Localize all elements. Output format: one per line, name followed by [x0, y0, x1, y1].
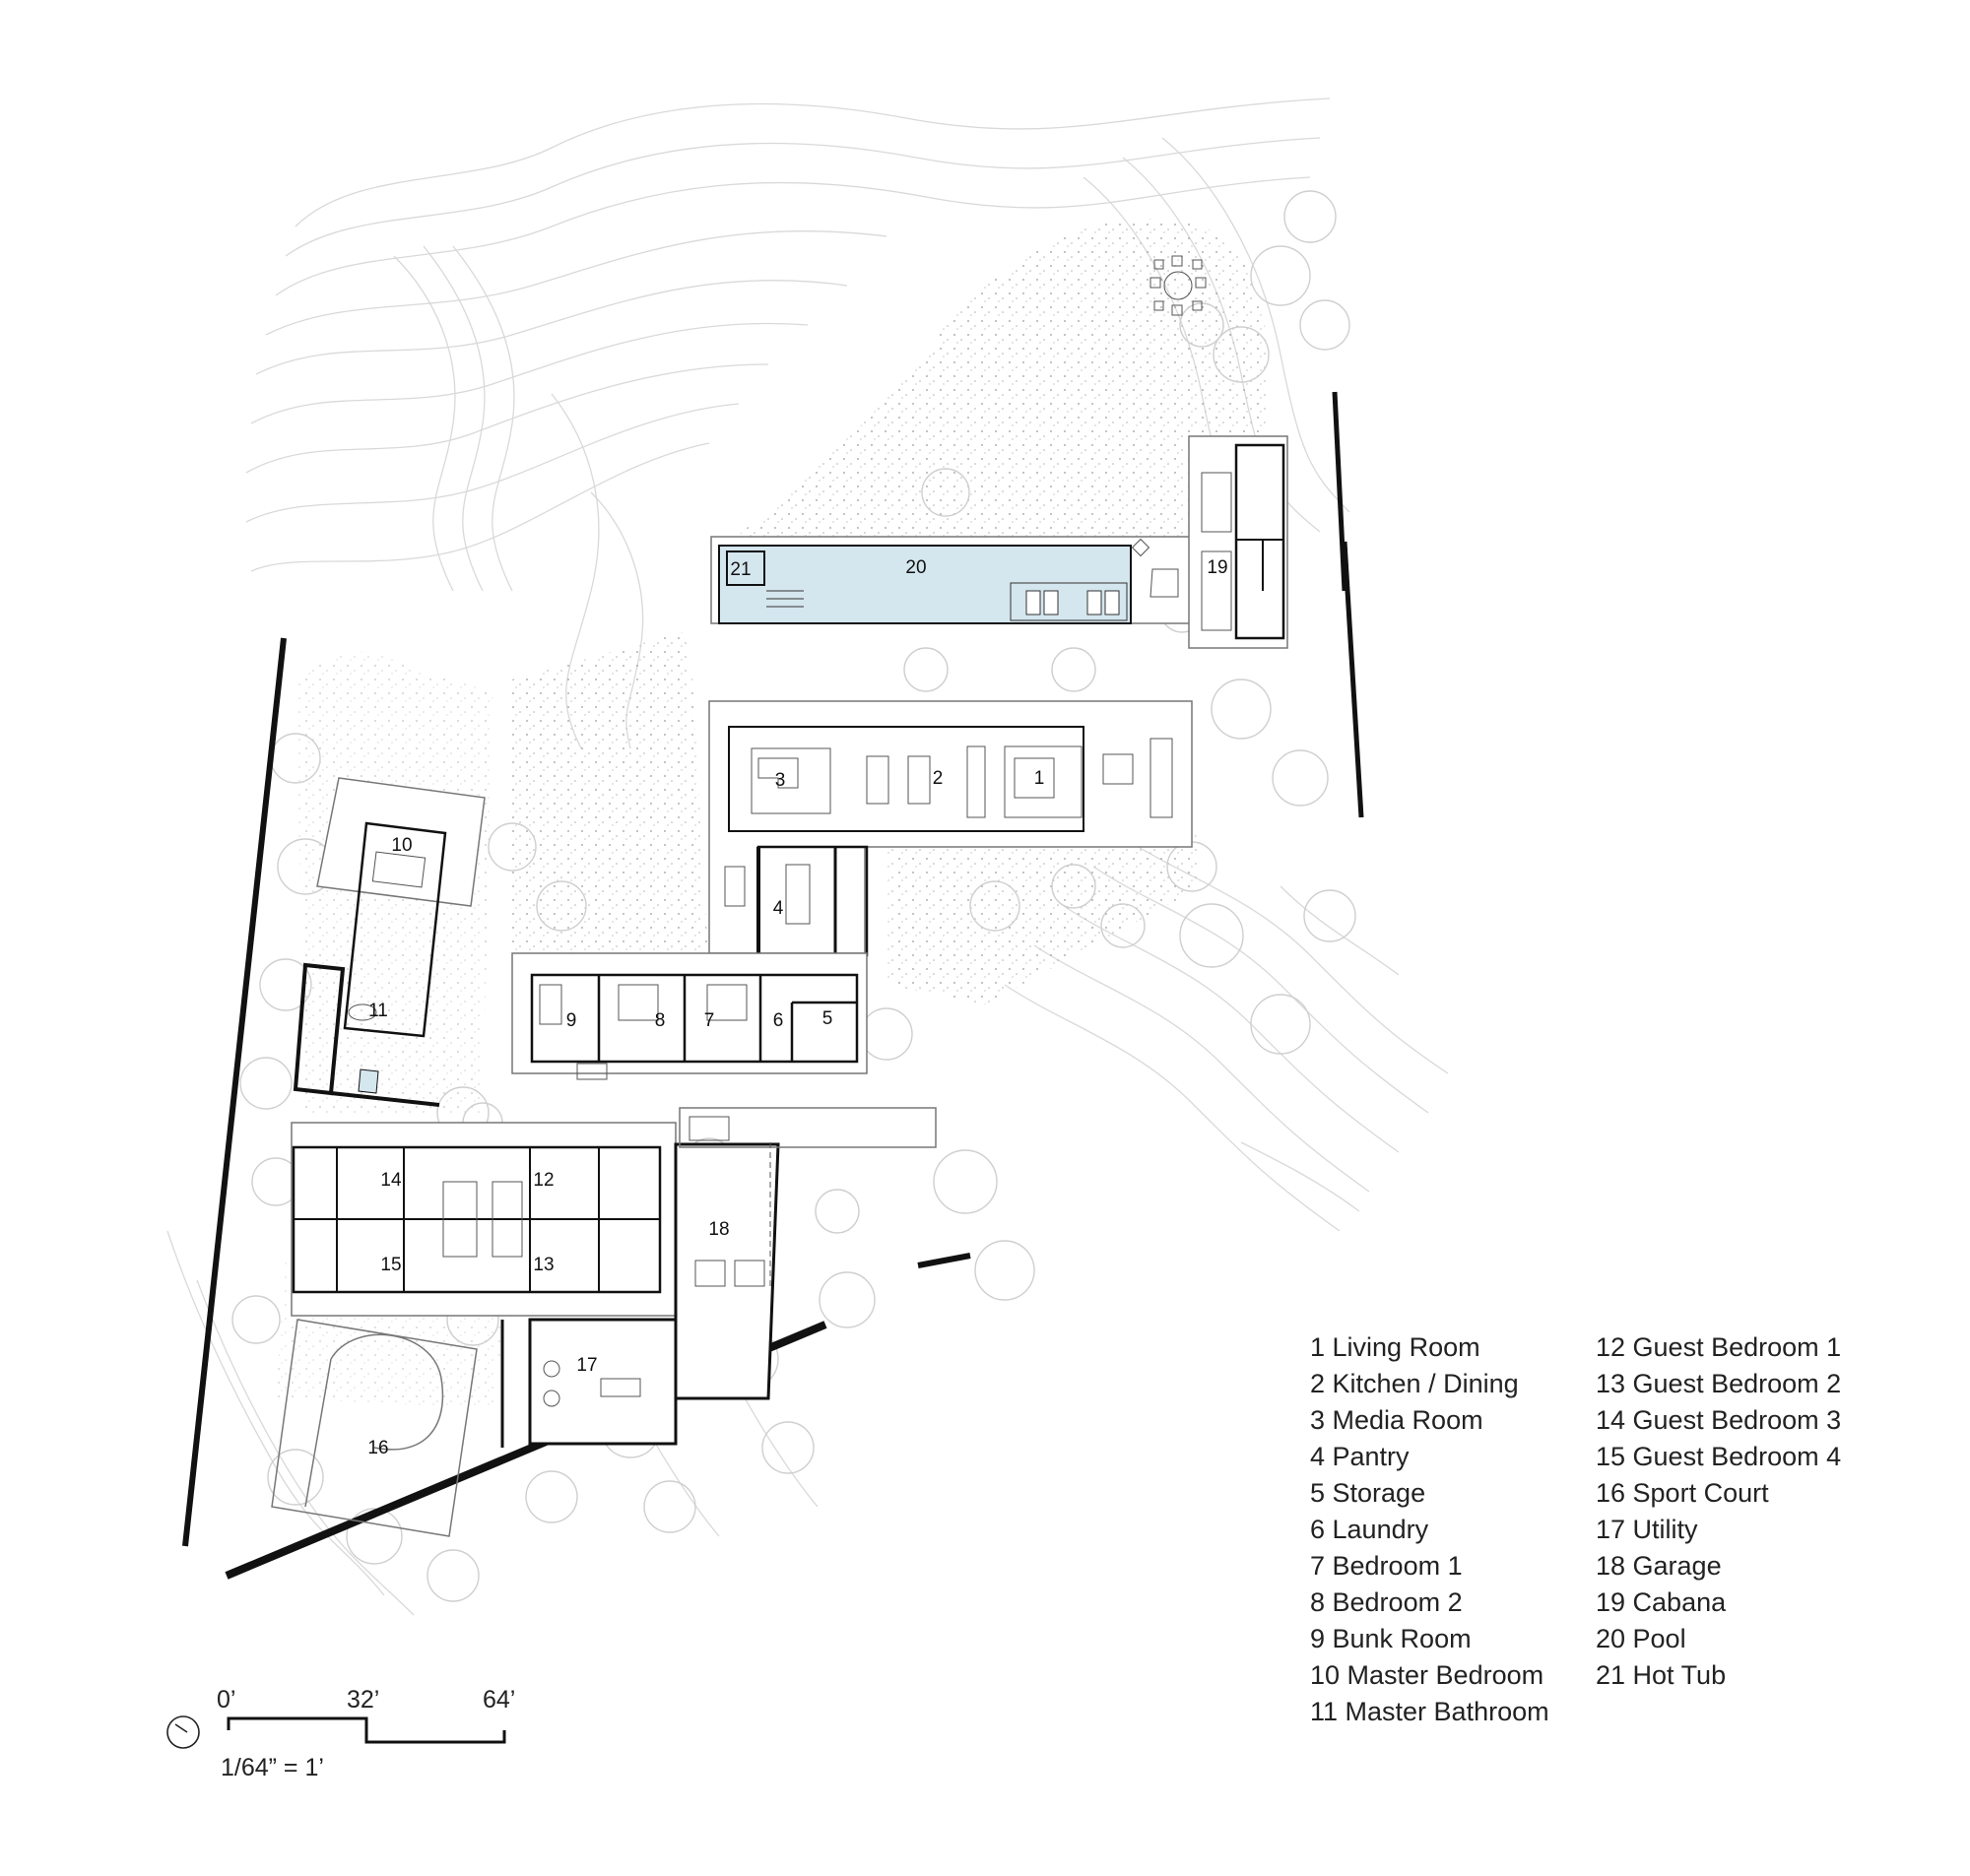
pool [718, 545, 1132, 624]
room-number-2: 2 [933, 768, 944, 789]
room-number-16: 16 [367, 1438, 388, 1458]
room-number-17: 17 [576, 1355, 597, 1376]
legend-item: 8 Bedroom 2 [1310, 1587, 1463, 1617]
legend-item: 21 Hot Tub [1596, 1660, 1727, 1690]
legend-item: 15 Guest Bedroom 4 [1596, 1442, 1842, 1471]
legend-item: 16 Sport Court [1596, 1478, 1769, 1508]
legend-item: 6 Laundry [1310, 1515, 1429, 1544]
legend-item: 14 Guest Bedroom 3 [1596, 1405, 1842, 1435]
room-number-10: 10 [391, 835, 412, 856]
legend-item: 17 Utility [1596, 1515, 1698, 1544]
room-number-3: 3 [775, 770, 786, 791]
north-arrow-icon [166, 1715, 200, 1749]
room-number-15: 15 [380, 1255, 401, 1275]
scale-ratio: 1/64” = 1’ [221, 1754, 324, 1781]
room-number-11: 11 [368, 1001, 388, 1021]
sport-court [271, 1319, 478, 1537]
legend-item: 10 Master Bedroom [1310, 1660, 1544, 1690]
pool-deck [710, 536, 1195, 624]
legend-column-2: 12 Guest Bedroom 1 13 Guest Bedroom 2 14… [1596, 1329, 1841, 1694]
hot-tub [726, 550, 765, 586]
legend-item: 4 Pantry [1310, 1442, 1410, 1471]
room-number-20: 20 [905, 557, 926, 578]
legend-item: 5 Storage [1310, 1478, 1426, 1508]
room-number-labels: 1 2 3 4 5 6 7 8 9 10 11 12 13 14 15 16 1… [367, 557, 1227, 1458]
room-number-7: 7 [704, 1010, 715, 1031]
legend-item: 7 Bedroom 1 [1310, 1551, 1463, 1581]
legend-item: 18 Garage [1596, 1551, 1722, 1581]
room-number-18: 18 [708, 1219, 729, 1240]
scale-tick-64: 64’ [483, 1686, 515, 1714]
room-number-1: 1 [1034, 768, 1045, 789]
room-number-12: 12 [533, 1170, 554, 1191]
master-suite [293, 777, 486, 1107]
scale-tick-32: 32’ [347, 1686, 379, 1714]
legend-column-1: 1 Living Room 2 Kitchen / Dining 3 Media… [1310, 1329, 1549, 1730]
room-number-21: 21 [730, 559, 751, 580]
legend-item: 13 Guest Bedroom 2 [1596, 1369, 1842, 1398]
garage-utility [500, 1107, 937, 1448]
room-number-5: 5 [822, 1008, 833, 1029]
room-number-9: 9 [566, 1010, 577, 1031]
room-number-6: 6 [773, 1010, 784, 1031]
legend-item: 3 Media Room [1310, 1405, 1483, 1435]
scale-bar: 0’ 32’ 64’ 1/64” = 1’ [217, 1686, 515, 1781]
main-house [708, 700, 1193, 957]
room-number-14: 14 [380, 1170, 402, 1191]
legend-item: 9 Bunk Room [1310, 1624, 1472, 1653]
guest-wing [291, 1122, 677, 1317]
scale-tick-0: 0’ [217, 1686, 235, 1714]
room-number-8: 8 [655, 1010, 666, 1031]
legend-item: 12 Guest Bedroom 1 [1596, 1332, 1842, 1362]
room-number-19: 19 [1207, 557, 1227, 578]
room-number-4: 4 [773, 898, 784, 919]
legend-item: 11 Master Bathroom [1310, 1697, 1549, 1726]
legend-item: 19 Cabana [1596, 1587, 1727, 1617]
room-number-13: 13 [533, 1255, 554, 1275]
cabana-building [1188, 435, 1288, 649]
room-legend: 1 Living Room 2 Kitchen / Dining 3 Media… [1310, 1329, 1901, 1743]
legend-item: 2 Kitchen / Dining [1310, 1369, 1519, 1398]
legend-item: 20 Pool [1596, 1624, 1686, 1653]
legend-item: 1 Living Room [1310, 1332, 1480, 1362]
bedroom-wing [511, 952, 868, 1080]
fire-pit [1149, 255, 1207, 316]
